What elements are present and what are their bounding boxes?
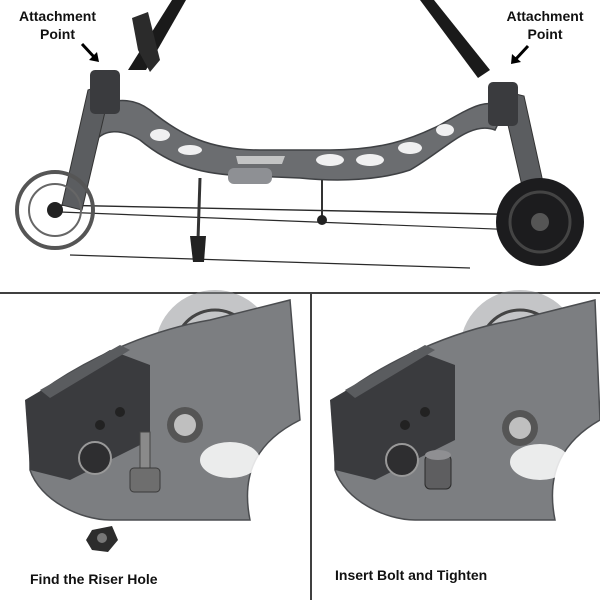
riser-logo [236,156,285,164]
installed-bolt [424,454,452,490]
stabilizer-weight [190,236,206,262]
cam-left [15,170,95,250]
callout-right-line2: Point [527,25,563,42]
caption-insert-bolt: Insert Bolt and Tighten [335,567,488,583]
limb-pocket-left [90,70,120,114]
riser-closeup-before [25,290,301,552]
limb-pocket-right [488,82,518,126]
arrow-left [80,42,97,60]
bow-cable-lower [69,254,471,269]
cam-right [496,178,584,266]
riser-closeup-after [330,290,600,521]
attachment-point-label-right: Attachment Point [496,8,594,43]
caption-find-riser-hole: Find the Riser Hole [30,571,158,587]
arrow-right [513,44,530,62]
standoff-bolt [139,431,151,471]
sling-strap-right [420,0,490,78]
riser-hole [78,441,112,475]
callout-right-line1: Attachment [506,8,584,24]
bow-riser [85,99,506,181]
bow-string [51,204,541,216]
riser-grip [228,168,272,184]
stabilizer-rod [196,177,202,241]
callout-left-line1: Attachment [18,8,96,24]
attachment-point-label-left: Attachment Point [10,8,105,43]
callout-left-line2: Point [40,25,75,42]
bow-overview [15,0,584,269]
bow-cable [59,211,521,231]
